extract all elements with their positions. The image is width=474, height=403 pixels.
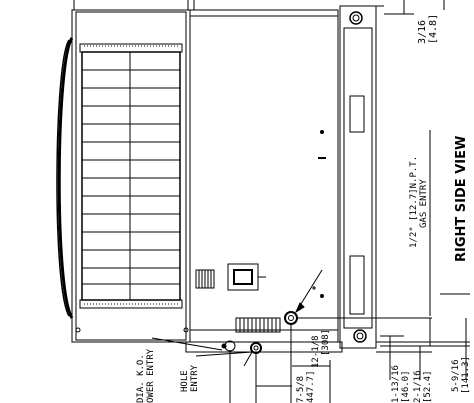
- power-entry-label-2: OWER ENTRY: [146, 348, 156, 403]
- hole-entry-label-2: ENTRY: [190, 364, 200, 392]
- burner-compartment: [189, 0, 339, 349]
- hole-entry-label: HOLE: [180, 370, 190, 392]
- top-right-dim-frac: 3/16: [417, 20, 428, 44]
- dim-2-1-16: 2-1/16: [413, 370, 423, 403]
- labels: RIGHT SIDE VIEW 3/16 [4.8] 1/2" [12.7]N.…: [136, 14, 471, 403]
- top-right-dim-mm: [4.8]: [428, 14, 439, 44]
- dim-141-3: [141.3]: [461, 356, 471, 394]
- dim-12-1-8: 12-1/8: [311, 335, 321, 368]
- dim-1-13-16: 1-13/16: [391, 365, 401, 403]
- dim-7-5-8: 7-5/8: [296, 376, 306, 403]
- view-title: RIGHT SIDE VIEW: [454, 136, 469, 262]
- dim-46-0: [46.0]: [401, 370, 411, 403]
- gas-entry-label: 1/2" [12.7]N.P.T.: [409, 156, 419, 248]
- dim-447-7: 447.7]: [306, 370, 316, 403]
- dim-308: [308]: [321, 329, 331, 356]
- power-entry-label: DIA. K.O.: [136, 354, 146, 403]
- condenser-coil-section: [56, 0, 191, 343]
- leader-lines: [151, 269, 323, 403]
- dim-5-9-16: 5-9/16: [451, 359, 461, 392]
- right-access-panel: [339, 5, 384, 349]
- dimension-lines: [256, 0, 470, 403]
- dim-52-4: [52.4]: [423, 370, 433, 403]
- gas-entry-label-2: GAS ENTRY: [419, 179, 429, 228]
